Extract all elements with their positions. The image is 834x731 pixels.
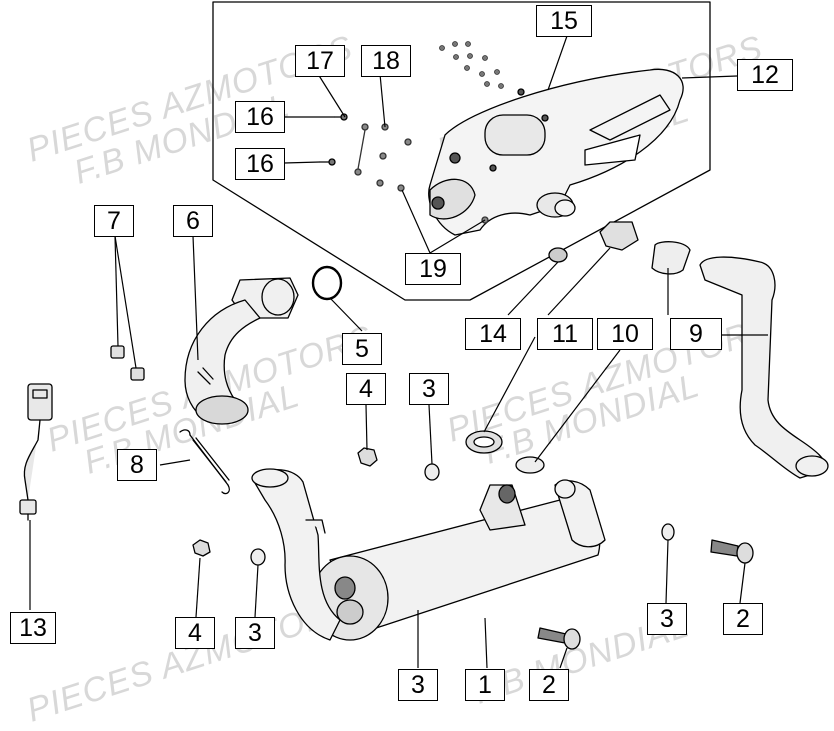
callout-4: 4 — [346, 373, 386, 405]
callout-4: 4 — [175, 617, 215, 649]
parts-drawing — [19, 1, 829, 669]
callout-3: 3 — [398, 669, 438, 701]
washers-18 — [376, 123, 389, 187]
gasket-5 — [311, 265, 343, 301]
fastener-cluster — [439, 41, 504, 89]
header-pipe-6 — [184, 277, 299, 425]
callout-13: 13 — [10, 612, 56, 644]
bolt-2-bottom — [537, 627, 581, 650]
callout-14: 14 — [465, 318, 521, 350]
lambda-sensor-13 — [19, 383, 53, 521]
bolt-16b — [319, 158, 336, 166]
callout-19: 19 — [405, 253, 461, 285]
callout-1: 1 — [465, 669, 505, 701]
inset-frame — [212, 1, 711, 301]
callout-11: 11 — [537, 318, 593, 350]
clip-7 — [110, 345, 145, 381]
link-pipe-9 — [699, 256, 829, 479]
callout-16: 16 — [235, 101, 285, 133]
washers-17 — [354, 123, 369, 176]
callout-18: 18 — [361, 45, 411, 77]
callout-7: 7 — [94, 205, 134, 237]
grommet-14 — [548, 247, 568, 263]
sleeve-10 — [515, 241, 691, 474]
grommet-3-top — [424, 463, 440, 481]
washers-19 — [397, 138, 489, 224]
exhaust-exploded-diagram: PIECES AZMOTORS F.B MONDIAL PIECES AZMOT… — [10, 1, 829, 730]
callout-8: 8 — [117, 449, 157, 481]
grommet-3-left — [250, 548, 266, 566]
callout-9: 9 — [670, 318, 722, 350]
bolt-2-right — [710, 539, 754, 564]
clamp-11 — [465, 221, 639, 454]
callout-6: 6 — [173, 205, 213, 237]
callout-5: 5 — [342, 333, 382, 365]
callout-17: 17 — [295, 45, 345, 77]
callout-16: 16 — [235, 148, 285, 180]
spring-8 — [179, 429, 230, 495]
callout-2: 2 — [723, 603, 763, 635]
nut-4-left — [192, 539, 211, 557]
nut-4-top — [357, 447, 378, 467]
muffler-1 — [251, 468, 606, 641]
callout-10: 10 — [597, 318, 653, 350]
leader-lines — [29, 35, 768, 669]
heat-shield-drawing — [428, 68, 684, 236]
bolt-16a — [334, 113, 348, 121]
grommet-3-right — [661, 523, 675, 541]
callout-2: 2 — [529, 669, 569, 701]
callout-3: 3 — [235, 617, 275, 649]
callout-3: 3 — [647, 603, 687, 635]
callout-12: 12 — [737, 59, 793, 91]
callout-3: 3 — [409, 373, 449, 405]
callout-15: 15 — [536, 5, 592, 37]
